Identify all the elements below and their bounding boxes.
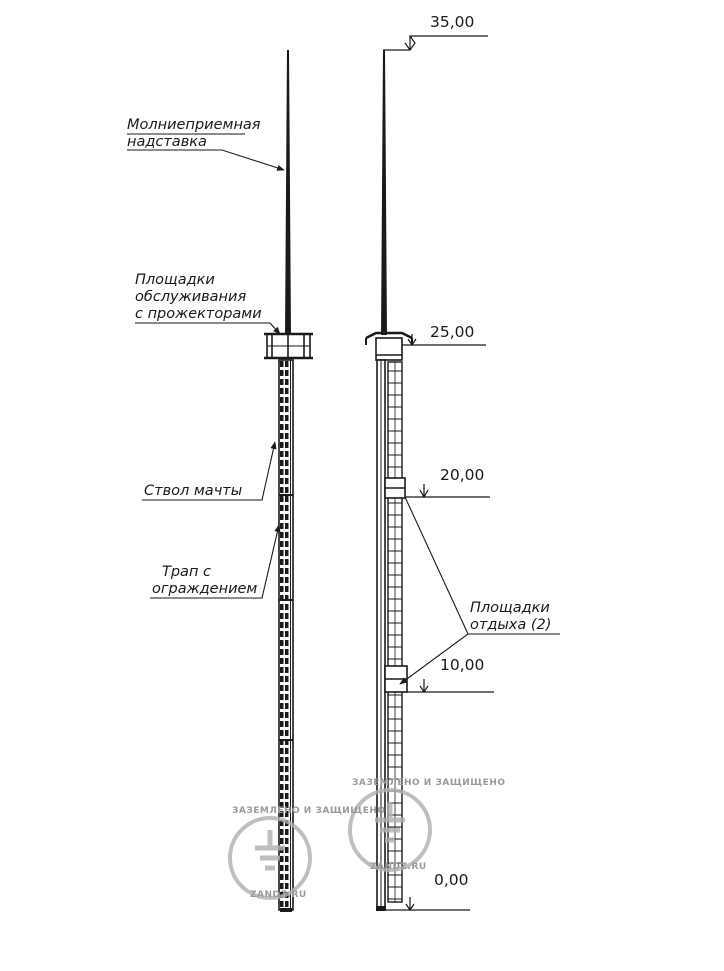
right-service-platform <box>365 331 413 361</box>
left-service-platform <box>264 332 313 360</box>
watermark-left <box>228 816 312 900</box>
right-mast <box>365 50 413 911</box>
rest-platform-10 <box>384 665 408 693</box>
label-service-platforms-1: Площадки <box>135 272 215 288</box>
right-lightning-rod <box>381 50 387 335</box>
watermark-left-url: ZANDZ.RU <box>250 890 307 900</box>
watermark-right-url: ZANDZ.RU <box>370 862 427 872</box>
left-mast <box>264 50 313 912</box>
elevation-10: 10,00 <box>440 656 485 674</box>
elevation-marks <box>383 35 494 912</box>
label-mast-shaft: Ствол мачты <box>144 483 243 499</box>
label-ladder-1: Трап с <box>162 564 212 580</box>
elevation-0: 0,00 <box>434 871 469 889</box>
label-service-platforms-2: обслуживания <box>135 289 247 305</box>
rest-platform-20 <box>384 477 406 499</box>
left-mast-shaft <box>278 359 294 911</box>
label-ladder-2: ограждением <box>152 581 258 597</box>
leader-lines <box>127 133 560 684</box>
watermark-right-text: ЗАЗЕМЛЕНО И ЗАЩИЩЕНО <box>352 778 506 788</box>
label-rest-platforms-2: отдыха (2) <box>470 617 552 633</box>
watermark-left-text: ЗАЗЕМЛЕНО И ЗАЩИЩЕНО <box>232 806 386 816</box>
label-rest-platforms-1: Площадки <box>470 600 550 616</box>
elevation-25: 25,00 <box>430 323 475 341</box>
elevation-20: 20,00 <box>440 466 485 484</box>
elevation-35: 35,00 <box>430 13 475 31</box>
label-lightning-rod-1: Молниеприемная <box>127 117 261 133</box>
watermark-right <box>348 788 432 872</box>
label-lightning-rod-2: надставка <box>127 134 207 150</box>
label-service-platforms-3: с прожекторами <box>135 306 262 322</box>
left-lightning-rod <box>285 50 291 335</box>
